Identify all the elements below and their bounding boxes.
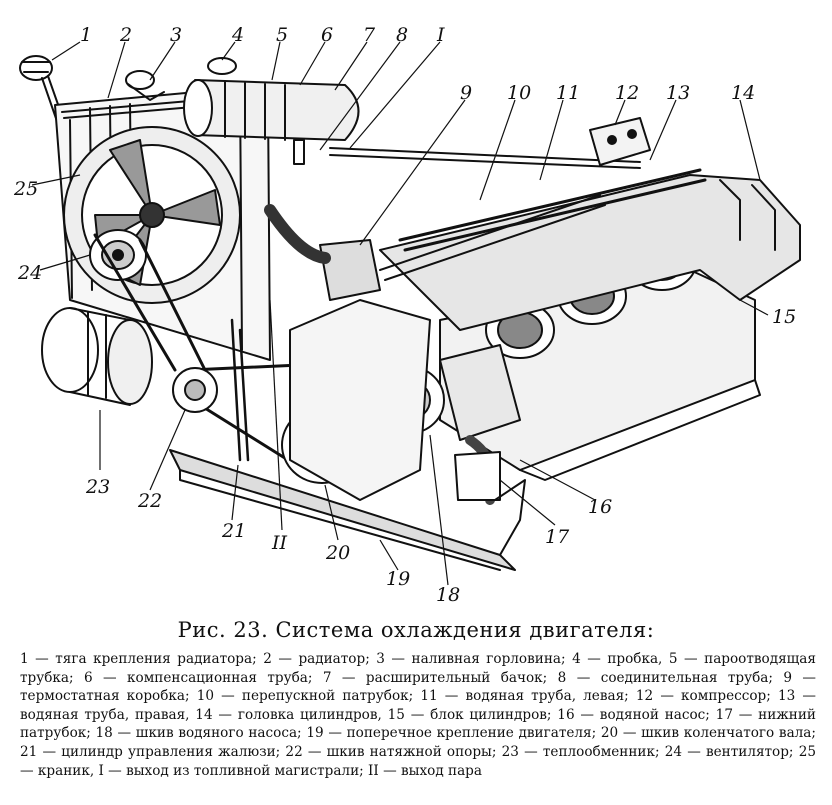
shutter-control-cylinder: [230, 318, 250, 462]
callout-3: 3: [170, 24, 183, 46]
connecting-pipe: [329, 147, 641, 169]
callout-7: 7: [363, 24, 376, 46]
engine-cooling-system-drawing: [19, 41, 801, 586]
engine-cross-member: [169, 449, 526, 571]
water-pump: [439, 344, 521, 441]
callout-17: 17: [545, 526, 570, 548]
heat-exchanger: [41, 307, 153, 406]
right-water-pipe: [379, 194, 606, 281]
callout-2: 2: [120, 24, 133, 46]
callout-10: 10: [507, 82, 532, 104]
callout-6: 6: [321, 24, 334, 46]
expansion-tank: [183, 57, 360, 165]
callout-8: 8: [396, 24, 409, 46]
callout-II: II: [272, 532, 288, 554]
callout-18: 18: [436, 584, 461, 606]
callout-23: 23: [86, 476, 111, 498]
tensioner-pulley: [172, 367, 218, 413]
callout-I: I: [437, 24, 445, 46]
callout-14: 14: [731, 82, 756, 104]
cylinder-head: [379, 174, 801, 331]
callout-15: 15: [772, 306, 797, 328]
callout-4: 4: [232, 24, 245, 46]
callout-9: 9: [460, 82, 473, 104]
callout-20: 20: [326, 542, 351, 564]
callout-1: 1: [80, 24, 93, 46]
lower-pipe: [454, 435, 501, 505]
figure-caption-title: Рис. 23. Система охлаждения двигателя:: [177, 618, 655, 642]
callout-19: 19: [386, 568, 411, 590]
left-water-pipe: [398, 168, 707, 252]
callout-21: 21: [222, 520, 247, 542]
engine-front-cover: [289, 299, 431, 501]
callout-24: 24: [18, 262, 43, 284]
filler-neck: [125, 70, 165, 101]
callout-25: 25: [14, 178, 39, 200]
callout-13: 13: [666, 82, 691, 104]
compressor: [589, 117, 651, 166]
figure-legend: 1 — тяга крепления радиатора; 2 — радиат…: [20, 651, 816, 779]
callout-12: 12: [615, 82, 640, 104]
drive-belt: [93, 233, 207, 372]
callout-11: 11: [556, 82, 581, 104]
fan: [63, 126, 241, 304]
callout-16: 16: [588, 496, 613, 518]
callout-22: 22: [138, 490, 163, 512]
thermostat-box: [264, 204, 381, 301]
callout-5: 5: [276, 24, 289, 46]
